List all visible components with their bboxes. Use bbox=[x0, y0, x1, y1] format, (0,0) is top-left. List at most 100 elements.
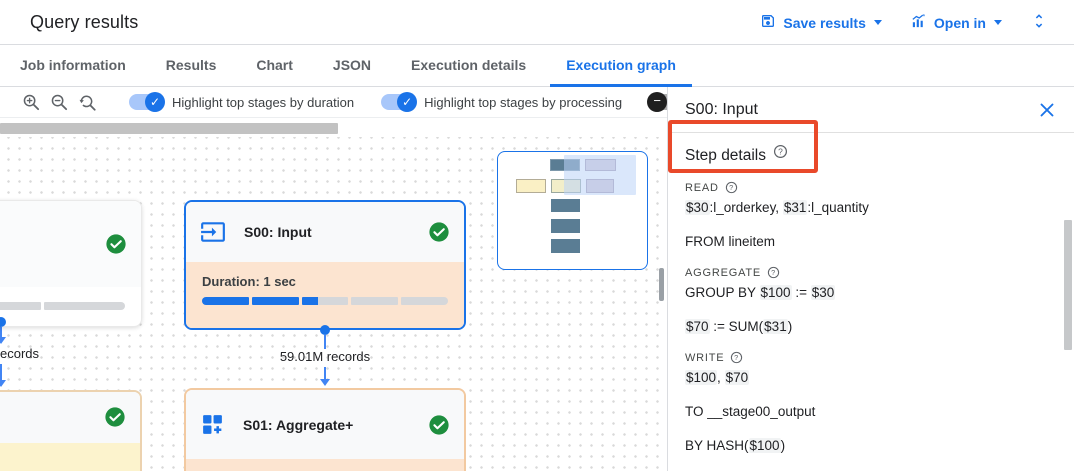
graph-toolbar: ✓ Highlight top stages by duration ✓ Hig… bbox=[0, 87, 667, 118]
minimap-content bbox=[498, 152, 647, 269]
variable-token: $100 bbox=[685, 370, 718, 385]
text-token: BY HASH( bbox=[685, 438, 749, 453]
minimap-viewport[interactable] bbox=[564, 155, 636, 195]
horizontal-scrollbar[interactable] bbox=[0, 123, 338, 134]
section-label: AGGREGATE bbox=[685, 266, 1057, 279]
panel-block: WRITE$100, $70 bbox=[685, 351, 1057, 387]
minimap-node bbox=[551, 219, 580, 233]
unfold-more-icon bbox=[1030, 12, 1048, 33]
stage-progress-bar bbox=[0, 302, 125, 310]
section-label: WRITE bbox=[685, 351, 1057, 364]
edge-line bbox=[324, 367, 326, 379]
section-label: READ bbox=[685, 181, 1057, 194]
open-in-button[interactable]: Open in bbox=[910, 13, 1002, 33]
graph-minimap[interactable] bbox=[497, 151, 648, 270]
panel-block: TO __stage00_output bbox=[685, 402, 1057, 421]
stage-duration-section: Duration: 1 sec bbox=[186, 262, 464, 328]
minimap-node bbox=[551, 239, 580, 253]
check-circle-icon bbox=[428, 414, 450, 436]
zoom-in-button[interactable] bbox=[22, 92, 41, 112]
help-icon[interactable] bbox=[773, 144, 788, 159]
progress-segment bbox=[351, 297, 399, 305]
header-actions: Save results Open in bbox=[760, 0, 1048, 45]
help-icon[interactable] bbox=[730, 351, 743, 364]
toggle-knob-check: ✓ bbox=[145, 92, 165, 112]
header: Query results Save results Open in bbox=[0, 0, 1074, 45]
panel-title: S00: Input bbox=[685, 100, 758, 118]
edge-arrowhead bbox=[0, 380, 6, 387]
save-icon bbox=[760, 13, 776, 32]
text-token: := SUM( bbox=[709, 319, 764, 334]
graph-canvas[interactable]: ecords S00: Input Duration: 1 sec 59.01M… bbox=[0, 118, 667, 471]
text-token: GROUP BY bbox=[685, 285, 760, 300]
detail-line: BY HASH($100) bbox=[685, 436, 1057, 455]
vertical-scrollbar[interactable] bbox=[659, 268, 664, 301]
stage-node-s01-aggregate[interactable]: S01: Aggregate+ Duration: 2 sec bbox=[184, 388, 466, 471]
toggle-highlight-processing[interactable]: ✓ bbox=[381, 92, 418, 112]
variable-token: $70 bbox=[685, 319, 710, 334]
tab-execution-details[interactable]: Execution details bbox=[411, 56, 527, 73]
progress-segment bbox=[401, 297, 448, 305]
stage-title: S00: Input bbox=[244, 224, 312, 240]
text-token: :l_quantity bbox=[807, 200, 869, 215]
edge-arrowhead bbox=[0, 337, 6, 344]
aggregate-stage-icon bbox=[200, 412, 225, 437]
zoom-reset-button[interactable] bbox=[78, 92, 97, 112]
execution-graph-area: ✓ Highlight top stages by duration ✓ Hig… bbox=[0, 87, 668, 471]
detail-line: FROM lineitem bbox=[685, 232, 1057, 251]
minimap-node bbox=[516, 179, 546, 193]
variable-token: $100 bbox=[759, 285, 792, 300]
panel-block: READ $30:l_orderkey, $31:l_quantity bbox=[685, 181, 1057, 217]
stage-node-left-top[interactable] bbox=[0, 200, 142, 327]
panel-header: S00: Input bbox=[668, 87, 1074, 133]
stage-node-header: S00: Input bbox=[186, 202, 464, 262]
panel-body: Step details READ$30:l_orderkey, $31:l_q… bbox=[668, 133, 1074, 455]
check-circle-icon bbox=[104, 406, 126, 428]
text-token: , bbox=[717, 370, 725, 385]
stage-node-header bbox=[0, 392, 140, 443]
variable-token: $31 bbox=[782, 200, 808, 215]
text-token: TO __stage00_output bbox=[685, 404, 816, 419]
help-icon[interactable] bbox=[767, 266, 780, 279]
panel-block: BY HASH($100) bbox=[685, 436, 1057, 455]
toggle-extra-off[interactable]: − bbox=[647, 92, 667, 112]
progress-segment bbox=[251, 297, 299, 305]
variable-token: $30 bbox=[810, 285, 836, 300]
stage-title: S01: Aggregate+ bbox=[243, 416, 354, 433]
collapse-expand-button[interactable] bbox=[1030, 12, 1048, 33]
panel-block: $70 := SUM($31) bbox=[685, 317, 1057, 336]
s00-progress bbox=[202, 297, 448, 305]
detail-line: GROUP BY $100 := $30 bbox=[685, 283, 1057, 302]
tab-results[interactable]: Results bbox=[165, 56, 217, 73]
zoom-out-button[interactable] bbox=[50, 92, 69, 112]
chart-icon bbox=[910, 13, 927, 33]
tab-execution-graph[interactable]: Execution graph bbox=[550, 45, 692, 87]
save-results-button[interactable]: Save results bbox=[760, 13, 882, 32]
edge-line bbox=[324, 335, 326, 349]
close-icon[interactable] bbox=[1038, 101, 1056, 119]
tab-chart[interactable]: Chart bbox=[256, 56, 293, 73]
text-token: ) bbox=[780, 438, 786, 453]
toggle-knob-check: ✓ bbox=[397, 92, 418, 112]
page-title: Query results bbox=[30, 11, 139, 32]
edge-line bbox=[0, 364, 2, 380]
edge-connector-dot bbox=[0, 317, 6, 327]
stage-details-panel: S00: Input Step details READ$30:l_orderk… bbox=[668, 87, 1074, 471]
toggle-highlight-duration[interactable]: ✓ bbox=[129, 92, 165, 112]
progress-segment bbox=[301, 297, 349, 305]
detail-line: $70 := SUM($31) bbox=[685, 317, 1057, 336]
panel-scrollbar[interactable] bbox=[1064, 220, 1072, 350]
variable-token: $30 bbox=[685, 200, 710, 215]
text-token: FROM lineitem bbox=[685, 234, 776, 249]
tab-json[interactable]: JSON bbox=[332, 56, 372, 73]
stage-node-s00-input[interactable]: S00: Input Duration: 1 sec bbox=[184, 200, 466, 330]
text-token: := bbox=[791, 285, 811, 300]
stage-node-left-bottom[interactable] bbox=[0, 390, 142, 471]
save-results-label: Save results bbox=[783, 14, 866, 31]
text-token: :l_orderkey, bbox=[709, 200, 783, 215]
help-icon[interactable] bbox=[725, 181, 738, 194]
tab-job-information[interactable]: Job information bbox=[20, 56, 126, 73]
check-circle-icon bbox=[105, 233, 127, 255]
tab-bar: Job information Results Chart JSON Execution… bbox=[0, 45, 1074, 87]
